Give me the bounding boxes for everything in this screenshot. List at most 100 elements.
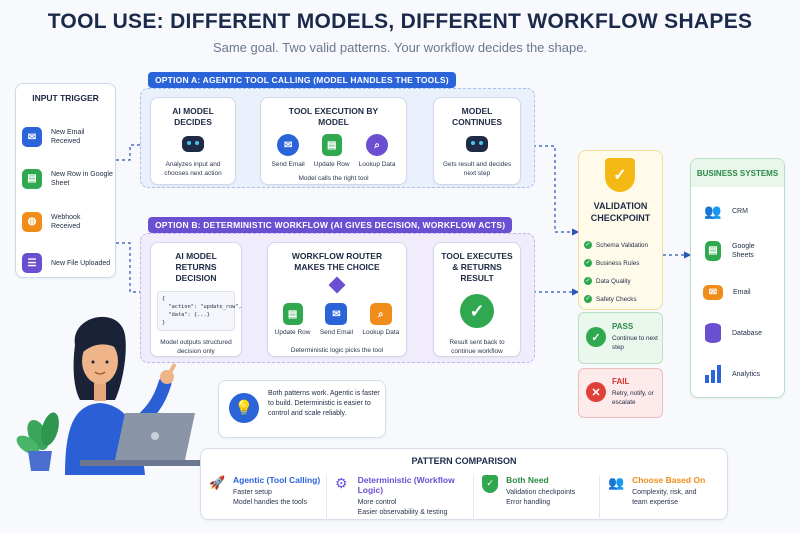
business-item: ✉ Email	[702, 272, 782, 312]
business-item: Analytics	[702, 354, 782, 394]
globe-icon: ◍	[22, 211, 42, 232]
check-item: ✓ Schema Validation	[584, 237, 662, 255]
users-icon: 👥	[704, 203, 722, 219]
business-systems-title: BUSINESS SYSTEMS	[691, 159, 784, 187]
business-item: ▤ Google Sheets	[702, 229, 782, 272]
comparison-col: 👥 Choose Based On Complexity, risk, and …	[599, 475, 725, 518]
tool-execution-card: TOOL EXECUTION BY MODEL ✉ Send Email ▤ U…	[260, 97, 407, 185]
comparison-line: Model handles the tools	[233, 499, 307, 506]
tip-box: 💡 Both patterns work. Agentic is faster …	[218, 380, 386, 438]
check-item: ✓ Data Quality	[584, 273, 662, 291]
comparison-col-title: Choose Based On	[632, 475, 706, 485]
code-line: "data": {...}	[162, 312, 210, 318]
tool-label: Update Row	[274, 329, 311, 336]
model-continues-text: Gets result and decides next step	[442, 161, 512, 177]
input-trigger-list: ✉ New Email Received ▤ New Row in Google…	[22, 117, 114, 283]
trigger-label: New File Uploaded	[51, 259, 111, 267]
validation-checks: ✓ Schema Validation ✓ Business Rules ✓ Data…	[584, 237, 662, 309]
ai-model-returns-text: Model outputs structured decision only	[160, 339, 232, 355]
page-title: TOOL USE: DIFFERENT MODELS, DIFFERENT WO…	[47, 10, 753, 33]
sheet-icon: ▤	[321, 134, 342, 156]
tool-label: Send Email	[319, 329, 354, 336]
email-icon: ✉	[703, 284, 723, 300]
robot-icon	[182, 136, 204, 152]
pass-text: Continue to next step	[612, 335, 658, 351]
fail-text: Retry, notify, or escalate	[612, 390, 654, 406]
option-b-banner: OPTION B: DETERMINISTIC WORKFLOW (AI GIV…	[148, 217, 513, 233]
pass-title: PASS	[612, 322, 634, 331]
person-laptop-illustration	[16, 316, 210, 475]
check-icon: ✓	[586, 327, 606, 347]
code-line: }	[162, 320, 166, 326]
ai-model-decides-text: Analyzes input and chooses next action	[164, 161, 222, 177]
trigger-label: New Email Received	[51, 129, 85, 145]
option-a-banner: OPTION A: AGENTIC TOOL CALLING (MODEL HA…	[148, 72, 456, 88]
business-label: CRM	[732, 208, 748, 215]
model-continues-title: MODEL CONTINUES	[451, 106, 503, 127]
check-icon: ✓	[460, 294, 494, 328]
router-tools: ▤ Update Row ✉ Send Email ⌕ Lookup Data	[270, 303, 404, 337]
email-icon: ✉	[22, 127, 42, 147]
comparison-line: More control	[357, 499, 397, 506]
comparison-line: team expertise	[632, 499, 678, 506]
comparison-col-title: Deterministic (Workflow Logic)	[357, 475, 455, 495]
check-label: Safety Checks	[596, 296, 637, 303]
comparison-line: Complexity, risk, and	[632, 489, 697, 496]
comparison-line: Easier observability & testing	[357, 509, 448, 516]
fail-title: FAIL	[612, 377, 630, 386]
comparison-columns: 🚀 Agentic (Tool Calling) Faster setup Mo…	[205, 475, 725, 518]
workflow-router-caption: Deterministic logic picks the tool	[290, 347, 384, 354]
search-icon: ⌕	[369, 303, 392, 325]
business-label: Analytics	[732, 370, 761, 378]
comparison-col: ✓ Both Need Validation checkpoints Error…	[473, 475, 599, 518]
rocket-icon: 🚀	[209, 475, 226, 490]
trigger-item: ☰ New File Uploaded	[22, 243, 114, 283]
comparison-line: Validation checkpoints	[506, 489, 576, 496]
ai-model-returns-card: AI MODEL RETURNS DECISION { "action": "u…	[150, 242, 242, 357]
check-item: ✓ Business Rules	[584, 255, 662, 273]
search-icon: ⌕	[366, 134, 389, 156]
check-label: Data Quality	[596, 278, 631, 285]
check-item: ✓Safety Checks	[584, 291, 662, 309]
comparison-col-title: Both Need	[506, 475, 549, 485]
gear-icon: ⚙	[334, 475, 348, 491]
check-icon: ✓	[584, 277, 592, 286]
business-systems-panel: BUSINESS SYSTEMS	[690, 158, 785, 398]
workflow-router-title: WORKFLOW ROUTER MAKES THE CHOICE	[291, 251, 383, 272]
check-icon: ✓	[584, 241, 592, 250]
check-label: Schema Validation	[596, 242, 649, 249]
file-icon: ☰	[22, 253, 42, 273]
tool-executes-card: TOOL EXECUTES & RETURNS RESULT ✓ Result …	[433, 242, 521, 357]
team-icon: 👥	[608, 475, 625, 490]
sheet-icon: ▤	[705, 240, 721, 261]
trigger-label: New Row in Google Sheet	[51, 170, 113, 187]
ai-model-returns-title: AI MODEL RETURNS DECISION	[175, 251, 217, 283]
trigger-label: Webhook Received	[51, 213, 81, 230]
input-trigger-title: INPUT TRIGGER	[32, 93, 99, 103]
tool-execution-title: TOOL EXECUTION BY MODEL	[288, 106, 379, 127]
business-item: Database	[702, 312, 782, 354]
tool-lookup-data: ⌕ Lookup Data	[358, 134, 396, 169]
tool-label: Lookup Data	[358, 161, 396, 168]
comparison-line: Error handling	[506, 499, 551, 506]
tool-execution-caption: Model calls the right tool	[298, 175, 369, 182]
shield-icon: ✓	[482, 475, 499, 493]
comparison-title: PATTERN COMPARISON	[411, 456, 517, 466]
json-code-block: { "action": "update_row", "data": {...} …	[157, 291, 242, 331]
tool-update-row: ▤ Update Row	[274, 303, 311, 337]
business-label: Database	[732, 329, 762, 337]
comparison-col-title: Agentic (Tool Calling)	[233, 475, 321, 485]
email-icon: ✉	[277, 134, 300, 156]
code-line: "action": "update_row",	[162, 304, 242, 310]
check-icon: ✓	[584, 259, 592, 268]
tool-send-email: ✉ Send Email	[272, 134, 305, 169]
lightbulb-icon: 💡	[229, 393, 259, 423]
comparison-col: 🚀 Agentic (Tool Calling) Faster setup Mo…	[205, 475, 326, 518]
workflow-router-card: WORKFLOW ROUTER MAKES THE CHOICE	[267, 242, 407, 357]
pass-box: ✓ PASS Continue to next step	[578, 312, 663, 364]
page-subtitle: Same goal. Two valid patterns. Your work…	[212, 40, 588, 55]
tool-label: Send Email	[271, 161, 305, 168]
tool-label: Lookup Data	[362, 329, 400, 336]
bar-chart-icon	[702, 365, 724, 383]
check-label: Business Rules	[596, 260, 640, 267]
